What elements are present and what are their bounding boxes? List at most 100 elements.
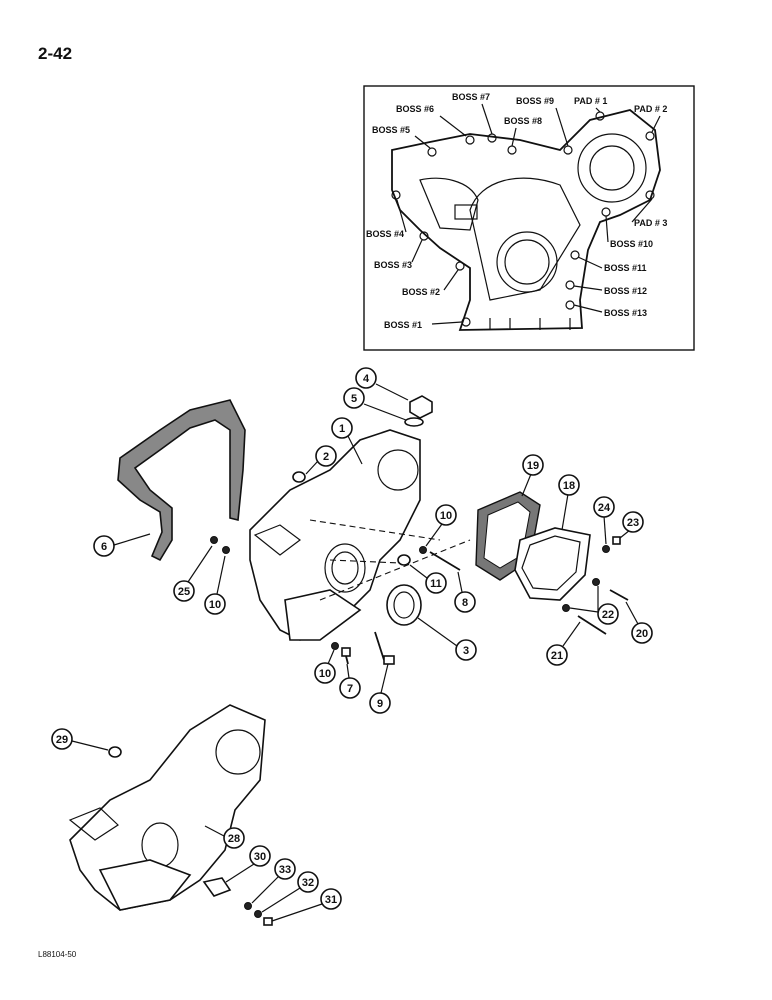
callout-label: 1: [339, 423, 345, 435]
seal-part-3: [386, 584, 422, 626]
timing-cover-part-28: [68, 704, 266, 911]
callout-label: 30: [254, 851, 266, 863]
inset-label-pad-3: PAD # 3: [634, 218, 667, 228]
fitting-part-30: [202, 877, 232, 897]
inset-label-boss-12: BOSS #12: [604, 286, 647, 296]
callout-label: 4: [363, 373, 370, 385]
callout-label: 22: [602, 609, 614, 621]
callout-label: 20: [636, 628, 648, 640]
inset-label-boss-13: BOSS #13: [604, 308, 647, 318]
inset-label-pad-2: PAD # 2: [634, 104, 667, 114]
inset-label-boss-2: BOSS #2: [402, 287, 440, 297]
bolt-part-23: [612, 536, 621, 545]
callout-3: 3: [417, 617, 477, 661]
inset-label-pad-1: PAD # 1: [574, 96, 607, 106]
inset-label-boss-8: BOSS #8: [504, 116, 542, 126]
washer-part-22a: [592, 578, 600, 586]
callout-label: 32: [302, 877, 314, 889]
callout-4: 4: [355, 367, 409, 401]
timing-cover-part-1: [249, 429, 421, 641]
callout-33: 33: [251, 858, 296, 904]
callout-2: 2: [305, 445, 337, 475]
callout-18: 18: [558, 474, 580, 531]
callout-label: 10: [319, 668, 331, 680]
inset-label-boss-3: BOSS #3: [374, 260, 412, 270]
callout-label: 19: [527, 460, 539, 472]
callout-label: 10: [209, 599, 221, 611]
callout-29: 29: [51, 728, 109, 751]
inset-label-boss-9: BOSS #9: [516, 96, 554, 106]
inset-panel: BOSS #7 BOSS #6 BOSS #9 PAD # 1 PAD # 2 …: [363, 85, 695, 351]
callout-8: 8: [454, 571, 476, 613]
dowel-part-29: [108, 746, 122, 758]
callout-label: 5: [351, 393, 357, 405]
plug-part-4: [409, 395, 433, 419]
callout-31: 31: [271, 888, 342, 922]
callout-30: 30: [225, 845, 271, 883]
callout-label: 2: [323, 451, 329, 463]
callout-label: 9: [377, 698, 383, 710]
callout-9: 9: [369, 663, 391, 714]
page-number: 2-42: [38, 44, 73, 63]
callout-label: 3: [463, 645, 469, 657]
callout-23: 23: [619, 511, 644, 539]
callout-19: 19: [521, 454, 544, 497]
callout-label: 21: [551, 650, 563, 662]
cover-plate-part-18: [514, 527, 591, 601]
washer-part-5: [404, 417, 424, 427]
callout-22: 22: [569, 586, 619, 625]
inset-label-boss-10: BOSS #10: [610, 239, 653, 249]
callout-label: 7: [347, 683, 353, 695]
callout-label: 23: [627, 517, 639, 529]
gasket-part-6: [117, 399, 246, 562]
washer-part-10b: [222, 546, 230, 554]
bolt-part-7: [341, 647, 351, 665]
callout-20: 20: [625, 601, 653, 644]
washer-part-33: [244, 902, 252, 910]
inset-label-boss-1: BOSS #1: [384, 320, 422, 330]
callout-label: 18: [563, 480, 575, 492]
callout-32: 32: [261, 871, 319, 913]
inset-label-boss-4: BOSS #4: [366, 229, 404, 239]
washer-part-22b: [562, 604, 570, 612]
callout-label: 8: [462, 597, 468, 609]
callout-label: 28: [228, 833, 240, 845]
callout-label: 25: [178, 586, 190, 598]
callout-11: 11: [409, 564, 447, 594]
dowel-part-2: [292, 471, 306, 483]
nut-part-25: [210, 536, 218, 544]
washer-part-10a: [331, 642, 339, 650]
callout-6: 6: [93, 533, 151, 557]
callout-25: 25: [173, 545, 213, 602]
bolt-part-20: [609, 589, 629, 601]
washer-part-24: [602, 545, 610, 553]
callout-1: 1: [331, 417, 363, 465]
callout-label: 10: [440, 510, 452, 522]
bolt-part-8: [419, 546, 461, 571]
bolt-part-21: [577, 615, 607, 635]
callout-28: 28: [204, 825, 245, 849]
callout-label: 29: [56, 734, 68, 746]
washer-part-32: [254, 910, 262, 918]
callout-label: 33: [279, 864, 291, 876]
inset-label-boss-6: BOSS #6: [396, 104, 434, 114]
callout-10c: 10: [314, 649, 336, 684]
callout-7: 7: [339, 663, 361, 699]
inset-label-boss-5: BOSS #5: [372, 125, 410, 135]
callout-label: 31: [325, 894, 337, 906]
callout-5: 5: [343, 387, 407, 421]
callout-label: 11: [430, 578, 442, 590]
callout-10b: 10: [425, 504, 457, 547]
bolt-part-9: [374, 631, 395, 665]
figure-code: L88104-50: [38, 950, 77, 959]
callout-10a: 10: [204, 555, 226, 615]
dowel-part-11: [397, 554, 411, 566]
callout-label: 6: [101, 541, 107, 553]
bolt-part-31: [263, 917, 273, 926]
inset-label-boss-7: BOSS #7: [452, 92, 490, 102]
callout-24: 24: [593, 496, 615, 545]
callout-21: 21: [546, 621, 581, 666]
callout-label: 24: [598, 502, 611, 514]
inset-label-boss-11: BOSS #11: [604, 263, 647, 273]
